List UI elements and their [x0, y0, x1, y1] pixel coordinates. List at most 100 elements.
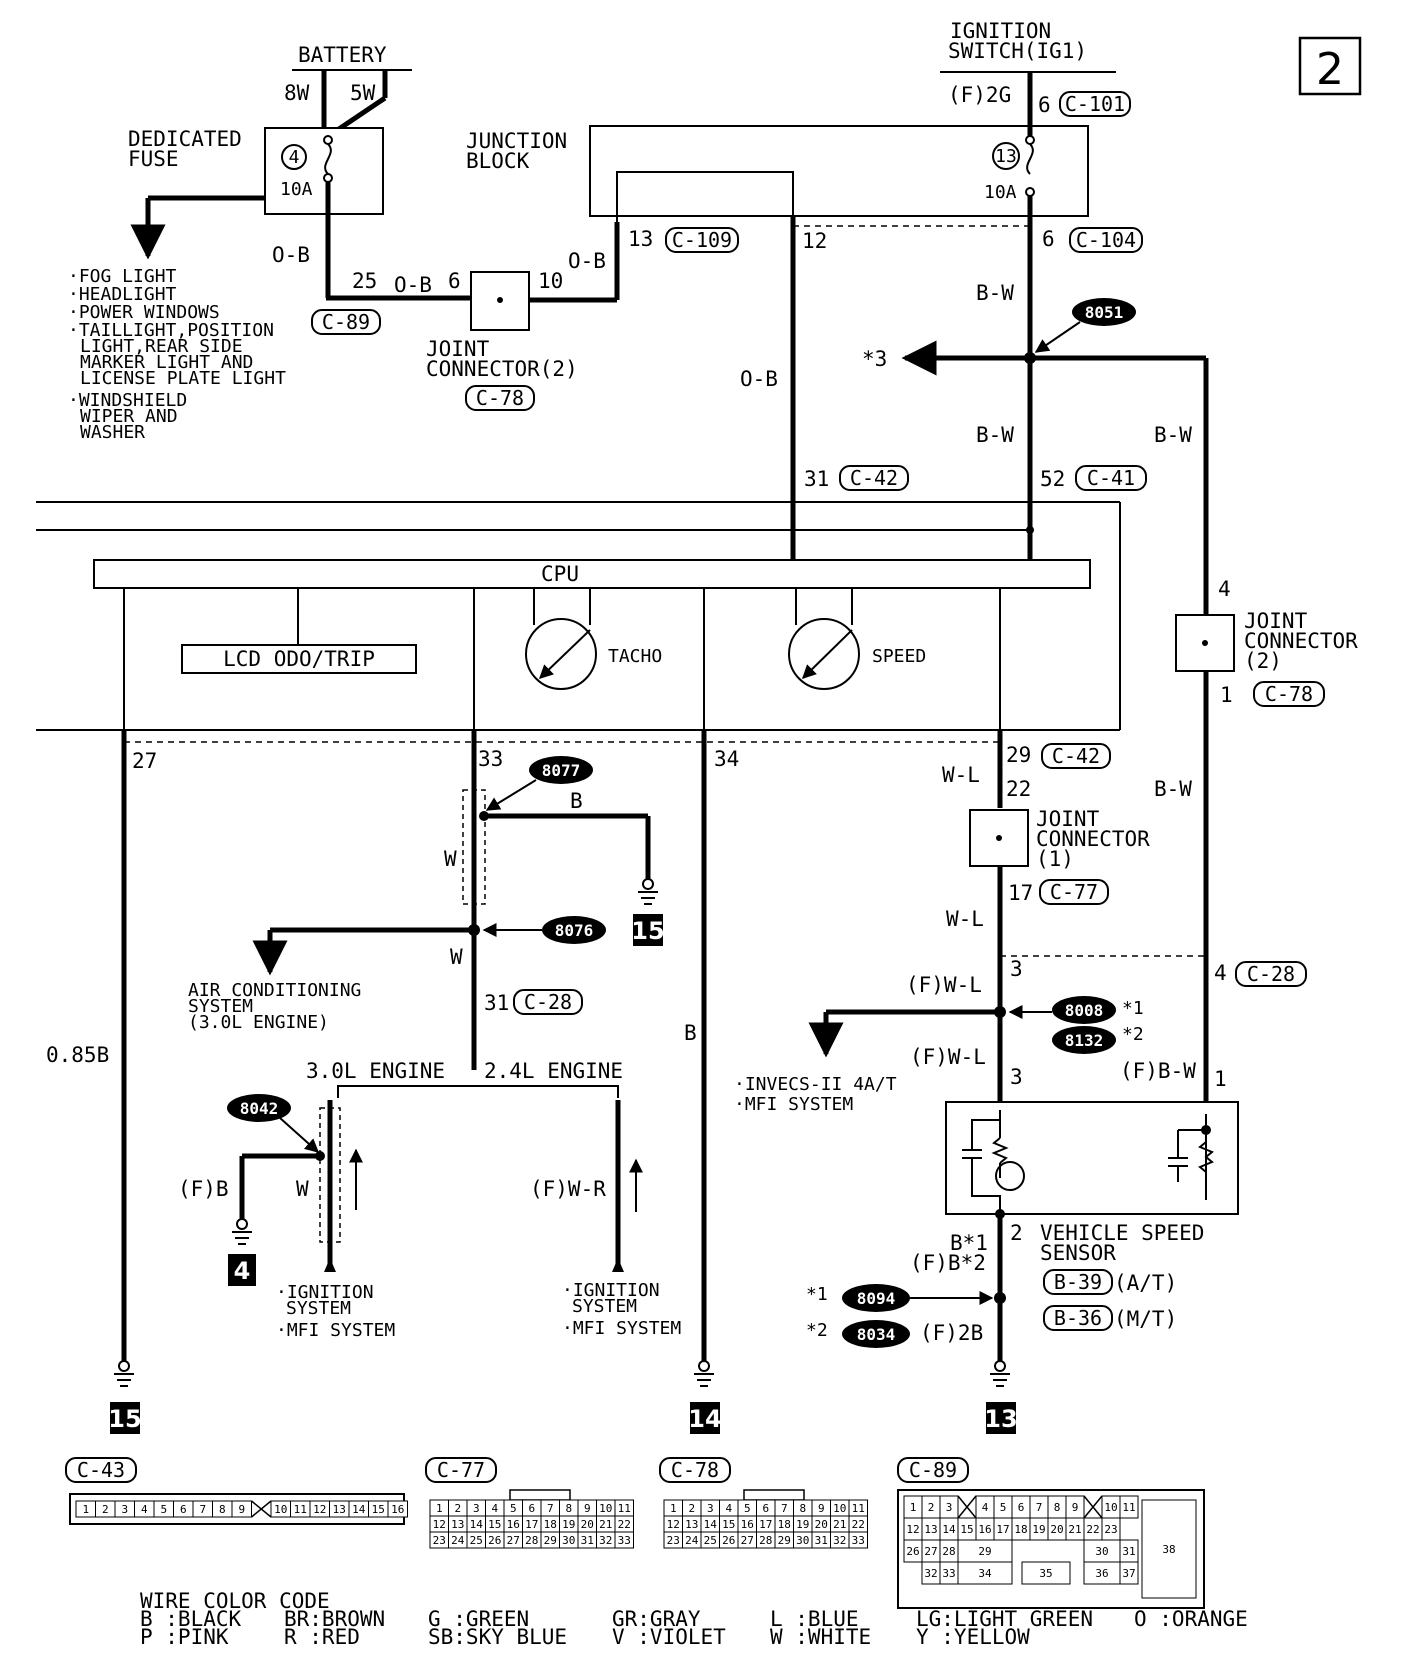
ignition-label2: SWITCH(IG1) [948, 39, 1087, 63]
connector-pin [387, 1500, 408, 1518]
branch30-note2: SYSTEM [286, 1298, 351, 1319]
jc-top-label2: CONNECTOR(2) [426, 357, 578, 381]
connector-pin-number: 4 [982, 1501, 989, 1514]
jb-conn-c104: C-104 [1076, 228, 1136, 252]
connector-pin-number: 38 [1162, 1543, 1175, 1556]
left-ground: 15 [108, 1405, 141, 1433]
connector-pin-number: 33 [852, 1534, 865, 1547]
connector-pin-number: 18 [778, 1518, 791, 1531]
jc1-pin17: 17 [1008, 881, 1033, 905]
connector-pin-number: 12 [667, 1518, 680, 1531]
connector-pin-number: 7 [199, 1503, 206, 1516]
connector-pin-number: 5 [510, 1502, 517, 1515]
connector-pin-number: 16 [507, 1518, 520, 1531]
splice-8077: 8077 [542, 761, 581, 780]
c89-label: C-89 [322, 310, 370, 334]
wire-bw-1: B-W [976, 281, 1014, 305]
connector-pin [1141, 1499, 1197, 1599]
connector-pin-number: 20 [581, 1518, 594, 1531]
connector-pin-number: 16 [741, 1518, 754, 1531]
fuse-load-6: LICENSE PLATE LIGHT [80, 368, 286, 389]
connector-pin-number: 2 [688, 1502, 695, 1515]
cpu-label: CPU [541, 562, 579, 586]
connector-pin-number: 14 [470, 1518, 484, 1531]
pin-29: 29 [1006, 743, 1031, 767]
connector-pin-number: 22 [1086, 1523, 1099, 1536]
branch30-ground: 4 [234, 1257, 251, 1285]
conn-c43-title: C-43 [77, 1458, 125, 1482]
connector-pin-number: 23 [667, 1534, 680, 1547]
invecs-2: ·MFI SYSTEM [734, 1094, 853, 1115]
jc-right-label1: JOINT [1244, 609, 1308, 633]
connector-pin-number: 10 [599, 1502, 612, 1515]
speed-label: SPEED [872, 646, 926, 667]
wire-ob-2: O-B [394, 273, 432, 297]
connector-pin-number: 8 [799, 1502, 806, 1515]
left-wire-label: 0.85B [46, 1043, 109, 1067]
jc-top-label1: JOINT [426, 337, 490, 361]
mid-ground: 14 [688, 1405, 721, 1433]
jb-fuse-rating: 10A [984, 182, 1017, 203]
connector-pin-number: 32 [833, 1534, 846, 1547]
connector-pin-number: 28 [942, 1545, 955, 1558]
connector-pin-number: 21 [833, 1518, 846, 1531]
ignition-wire: (F)2G [948, 83, 1011, 107]
lcd-label: LCD ODO/TRIP [223, 647, 375, 671]
connector-pin-number: 1 [82, 1503, 89, 1516]
wire-ob-4: O-B [740, 367, 778, 391]
lr-c28: C-28 [1247, 962, 1295, 986]
connector-pin-number: 9 [584, 1502, 591, 1515]
splice-8008: 8008 [1065, 1001, 1104, 1020]
connector-pin-number: 9 [1072, 1501, 1079, 1514]
connector-pin-number: 23 [1104, 1523, 1117, 1536]
connector-pin-number: 31 [1122, 1545, 1135, 1558]
conn-c77-title: C-77 [437, 1458, 485, 1482]
branch24-note1: ·IGNITION [562, 1280, 660, 1301]
pin-25: 25 [352, 269, 377, 293]
vss-type1: (A/T) [1114, 1271, 1177, 1295]
vss-fb2: (F)B*2 [910, 1251, 986, 1275]
center-c28: C-28 [524, 990, 572, 1014]
branch30-w: W [296, 1177, 309, 1201]
connector-pin-number: 25 [470, 1534, 483, 1547]
connector-pin-number: 30 [796, 1534, 809, 1547]
connector-pin-number: 8 [219, 1503, 226, 1516]
jc-right-label2: CONNECTOR [1244, 629, 1358, 653]
lr-fwl1: (F)W-L [906, 973, 982, 997]
star-3: *3 [862, 347, 887, 371]
vss-pin2: 2 [1010, 1221, 1023, 1245]
vss-star1: *1 [806, 1284, 828, 1305]
jc1-connector: C-77 [1050, 880, 1098, 904]
connector-pin-number: 19 [1032, 1523, 1045, 1536]
junction-block-label2: BLOCK [466, 149, 530, 173]
wire-bw-3: B-W [1154, 423, 1192, 447]
lr-star1: *1 [1122, 998, 1144, 1019]
engine-30: 3.0L ENGINE [306, 1059, 445, 1083]
center-b-label: B [570, 789, 583, 813]
jc-top-pin-right: 10 [538, 269, 563, 293]
connector-pin-number: 13 [451, 1518, 464, 1531]
conn-c78-title: C-78 [671, 1458, 719, 1482]
connector-pin-number: 25 [704, 1534, 717, 1547]
splice-8076: 8076 [555, 921, 594, 940]
pin-33: 33 [478, 747, 503, 771]
conn-c42-bottom: C-42 [1052, 744, 1100, 768]
vss-star2: *2 [806, 1320, 828, 1341]
connector-pin [1021, 1561, 1071, 1585]
joint-connector-top [470, 271, 530, 331]
connector-pin-number: 29 [778, 1534, 791, 1547]
dedicated-fuse-label1: DEDICATED [128, 127, 242, 151]
connector-pin-number: 21 [599, 1518, 612, 1531]
connector-pin-number: 12 [313, 1503, 326, 1516]
junction-block-label1: JUNCTION [466, 129, 567, 153]
connector-pin-number: 9 [818, 1502, 825, 1515]
jc1-wl-bot: W-L [946, 907, 984, 931]
wire-bw-2: B-W [976, 423, 1014, 447]
connector-pin-number: 6 [1018, 1501, 1025, 1514]
jc1-pin22: 22 [1006, 777, 1031, 801]
fuse-load-2: ·POWER WINDOWS [68, 302, 220, 323]
wcc-w: W :WHITE [770, 1625, 871, 1649]
connector-pin-number: 1 [670, 1502, 677, 1515]
